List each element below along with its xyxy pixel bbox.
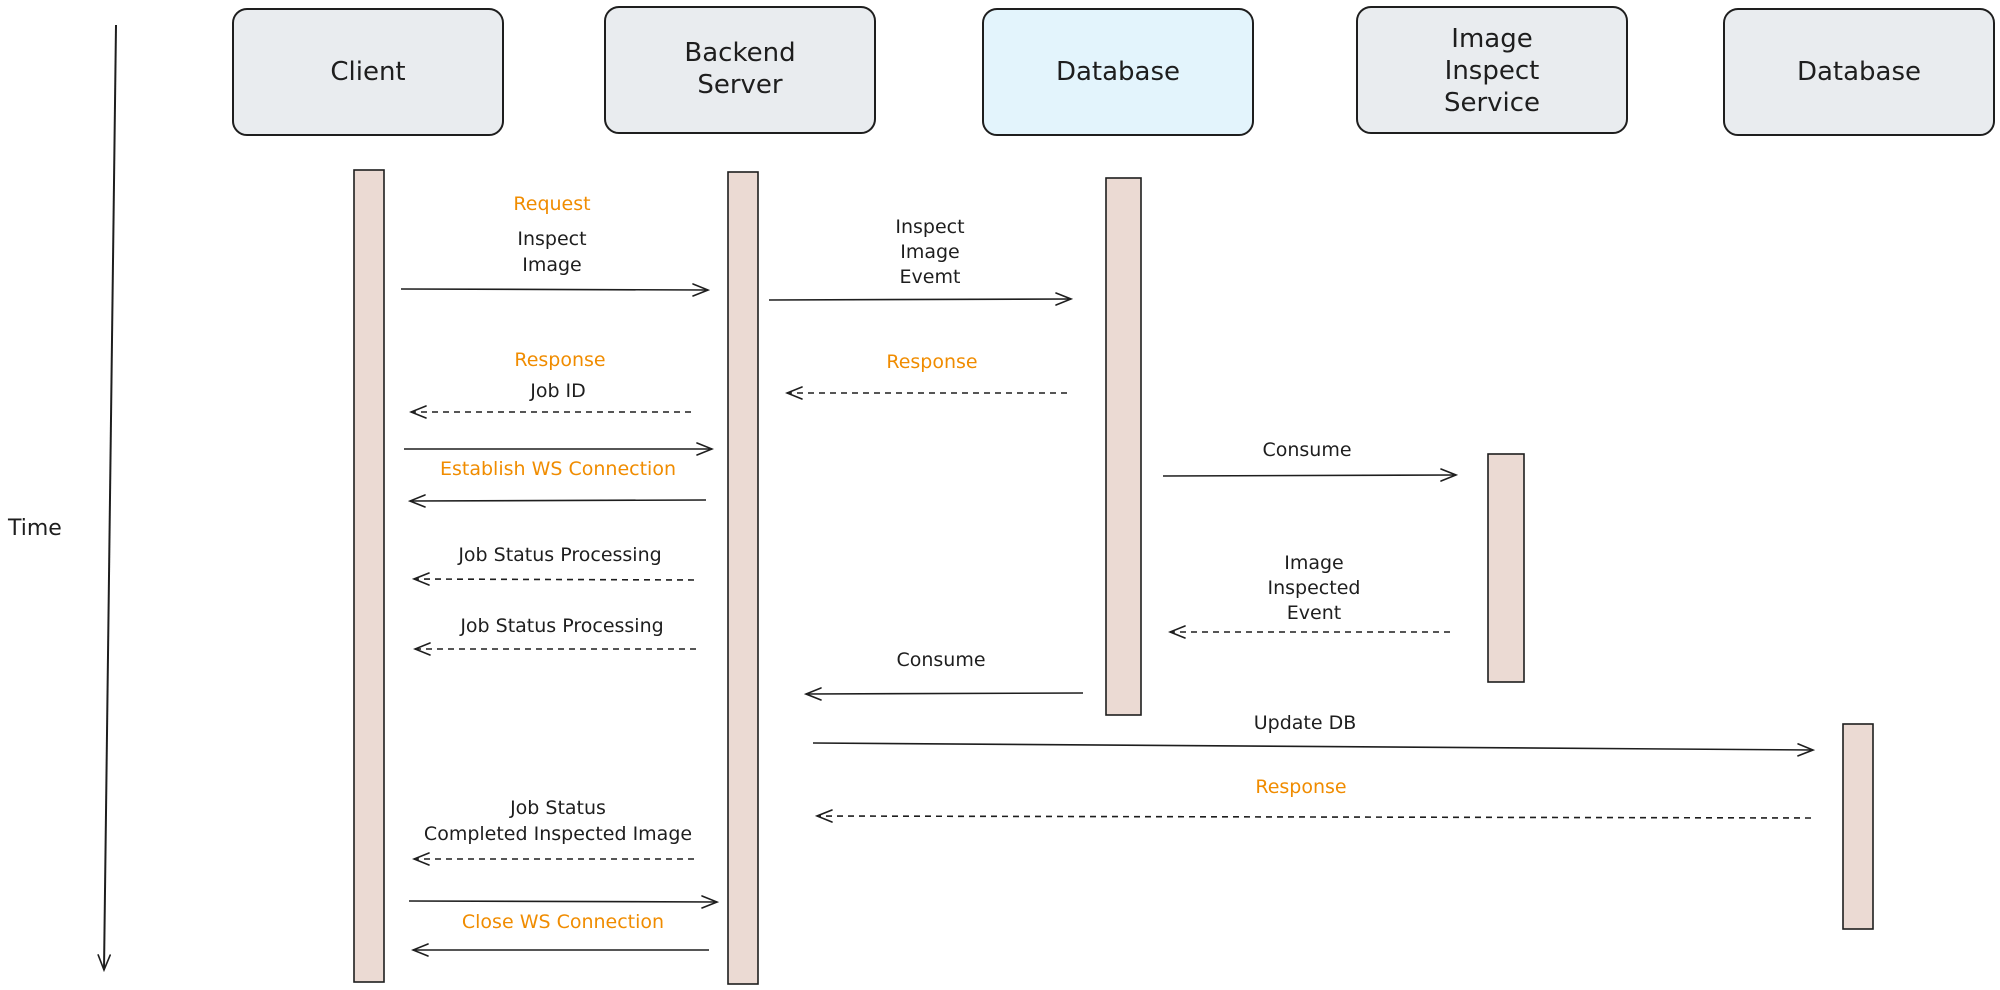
participant-label-line-2: Inspect: [1445, 56, 1540, 86]
message-arrow: [806, 693, 1084, 694]
message-label-line-1: Job Status: [509, 797, 606, 819]
message-arrow: [817, 816, 1812, 818]
participant-label: Database: [1797, 57, 1921, 87]
message-arrow: [768, 299, 1071, 300]
participant-label-line-3: Service: [1444, 88, 1540, 118]
message-label: Job ID: [529, 380, 586, 402]
message-tag-response: Response: [514, 349, 605, 371]
activation-database-2: [1842, 723, 1874, 930]
message-label: Establish WS Connection: [440, 458, 676, 480]
time-axis-arrow: [104, 24, 117, 970]
activation-client: [353, 169, 385, 983]
message-label-line-2: Completed Inspected Image: [424, 823, 692, 845]
message-establish-ws-connection: Establish WS Connection: [404, 449, 712, 501]
message-update-db: Update DB: [812, 712, 1813, 750]
time-axis-label: Time: [7, 516, 62, 541]
message-label: Consume: [1262, 439, 1351, 461]
message-label: Close WS Connection: [462, 911, 664, 933]
participant-label-line-1: Image: [1451, 24, 1532, 54]
message-arrow-request: [408, 901, 717, 902]
message-arrow-response: [410, 500, 707, 501]
message-arrow: [1162, 475, 1456, 476]
message-close-ws-connection: Close WS Connection: [408, 901, 717, 950]
message-job-status-processing-1: Job Status Processing: [414, 544, 695, 580]
message-label-line-1: Image: [1284, 552, 1344, 574]
message-label-line-1: Inspect: [517, 228, 586, 250]
activation-database: [1105, 177, 1142, 716]
activation-image-inspect-service: [1487, 453, 1525, 683]
message-arrow: [414, 579, 695, 580]
message-inspect-image-event: Inspect Image Evemt: [768, 216, 1071, 300]
message-label: Job Status Processing: [459, 615, 663, 637]
participant-label: Client: [330, 57, 405, 87]
message-job-status-processing-2: Job Status Processing: [415, 615, 696, 649]
participant-backend-server: Backend Server: [604, 6, 876, 134]
message-response-database: Response: [787, 351, 1067, 393]
message-arrow: [812, 742, 1813, 750]
activation-backend-server: [727, 171, 759, 985]
participant-database-2: Database: [1723, 8, 1995, 136]
message-arrow: [400, 289, 708, 290]
message-job-status-completed: Job Status Completed Inspected Image: [414, 797, 694, 859]
participant-label-line-2: Server: [697, 70, 783, 100]
message-label: Job Status Processing: [457, 544, 661, 566]
message-label-line-2: Inspected: [1268, 577, 1361, 599]
message-consume-inspect: Consume: [1162, 439, 1456, 476]
message-request-inspect-image: Request Inspect Image: [400, 193, 708, 290]
message-label: Update DB: [1254, 712, 1357, 734]
message-tag-response: Response: [886, 351, 977, 373]
participant-label: Database: [1056, 57, 1180, 87]
message-tag-request: Request: [513, 193, 590, 215]
message-response-update: Response: [817, 776, 1812, 818]
message-image-inspected-event: Image Inspected Event: [1170, 552, 1450, 632]
message-label-line-3: Evemt: [900, 266, 961, 288]
participant-image-inspect-service: Image Inspect Service: [1356, 6, 1628, 134]
message-consume-backend: Consume: [806, 649, 1084, 694]
participant-client: Client: [232, 8, 504, 136]
message-response-job-id: Response Job ID: [411, 349, 691, 412]
time-axis: Time: [7, 24, 117, 970]
message-label: Consume: [896, 649, 985, 671]
message-label-line-1: Inspect: [895, 216, 964, 238]
message-tag-response: Response: [1255, 776, 1346, 798]
participant-database: Database: [982, 8, 1254, 136]
message-label-line-2: Image: [900, 241, 960, 263]
participant-label-line-1: Backend: [684, 38, 795, 68]
message-label-line-2: Image: [522, 254, 582, 276]
message-label-line-3: Event: [1287, 602, 1341, 624]
